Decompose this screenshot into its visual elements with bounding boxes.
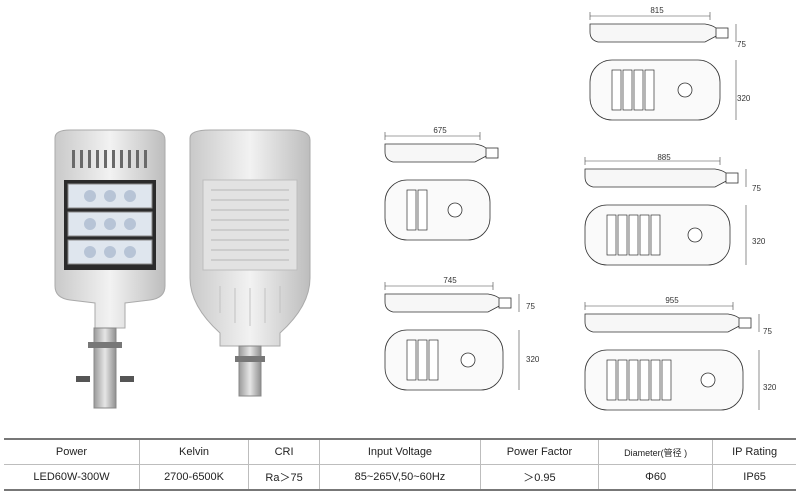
side-profile xyxy=(584,168,731,188)
header-cri: CRI xyxy=(248,438,320,465)
led-module xyxy=(639,214,650,256)
value-input-voltage: 85~265V,50~60Hz xyxy=(319,464,481,491)
led-module xyxy=(417,339,428,381)
side-profile xyxy=(384,143,491,163)
led-module xyxy=(406,189,417,231)
connector xyxy=(725,172,739,184)
dimension-drawings: 675 745 75 320 815 75 320 885 75 320 955… xyxy=(384,6,777,411)
dim-width-815: 815 xyxy=(650,6,664,15)
header-diameter: Diameter(管径 ) xyxy=(598,438,713,465)
dim-height-745: 75 xyxy=(526,302,535,311)
led-module xyxy=(628,359,639,401)
led-module xyxy=(650,214,661,256)
connector xyxy=(715,27,729,39)
led-module xyxy=(417,189,428,231)
side-profile xyxy=(384,293,504,313)
dim-depth-745: 320 xyxy=(526,355,540,364)
led-module xyxy=(617,214,628,256)
connector xyxy=(738,317,752,329)
led-module xyxy=(428,339,439,381)
back-view-photo xyxy=(189,129,311,397)
spec-value-row: LED60W-300W 2700-6500K Ra＞75 85~265V,50~… xyxy=(4,464,796,491)
spec-header-row: Power Kelvin CRI Input Voltage Power Fac… xyxy=(4,438,796,465)
header-ip-rating: IP Rating xyxy=(712,438,796,465)
spec-table: Power Kelvin CRI Input Voltage Power Fac… xyxy=(4,438,796,491)
pole-mount xyxy=(460,352,476,368)
pole-mount xyxy=(700,372,716,388)
led-module xyxy=(406,339,417,381)
value-ip-rating: IP65 xyxy=(712,464,796,491)
led-module xyxy=(633,69,644,111)
connector xyxy=(498,297,512,309)
led-module xyxy=(650,359,661,401)
dim-height-955: 75 xyxy=(763,327,772,336)
value-cri: Ra＞75 xyxy=(248,464,320,491)
header-input-voltage: Input Voltage xyxy=(319,438,481,465)
led-module xyxy=(617,359,628,401)
product-photos xyxy=(54,129,311,409)
led-module xyxy=(622,69,633,111)
led-module xyxy=(606,214,617,256)
pole-mount xyxy=(687,227,703,243)
dim-width-675: 675 xyxy=(433,126,447,135)
side-profile xyxy=(584,313,744,333)
led-module xyxy=(628,214,639,256)
led-module xyxy=(606,359,617,401)
header-power-factor: Power Factor xyxy=(479,438,599,465)
value-power: LED60W-300W xyxy=(4,464,140,491)
led-module xyxy=(644,69,655,111)
dim-depth-955: 320 xyxy=(763,383,777,392)
plan-view xyxy=(384,179,491,241)
header-power: Power xyxy=(4,438,140,465)
value-diameter: Φ60 xyxy=(598,464,713,491)
dim-height-885: 75 xyxy=(752,184,761,193)
dim-height-815: 75 xyxy=(737,40,746,49)
pole-mount xyxy=(677,82,693,98)
front-view-photo xyxy=(54,129,166,409)
header-kelvin: Kelvin xyxy=(139,438,249,465)
value-kelvin: 2700-6500K xyxy=(139,464,249,491)
pole-mount xyxy=(447,202,463,218)
dim-width-885: 885 xyxy=(657,153,671,162)
led-module xyxy=(611,69,622,111)
dim-depth-815: 320 xyxy=(737,94,751,103)
side-profile xyxy=(589,23,721,43)
dim-depth-885: 320 xyxy=(752,237,766,246)
dim-width-955: 955 xyxy=(665,296,679,305)
led-module xyxy=(639,359,650,401)
led-module xyxy=(661,359,672,401)
value-power-factor: ＞0.95 xyxy=(479,464,599,491)
plan-view xyxy=(384,329,504,391)
plan-view xyxy=(589,59,721,121)
connector xyxy=(485,147,499,159)
dim-width-745: 745 xyxy=(443,276,457,285)
